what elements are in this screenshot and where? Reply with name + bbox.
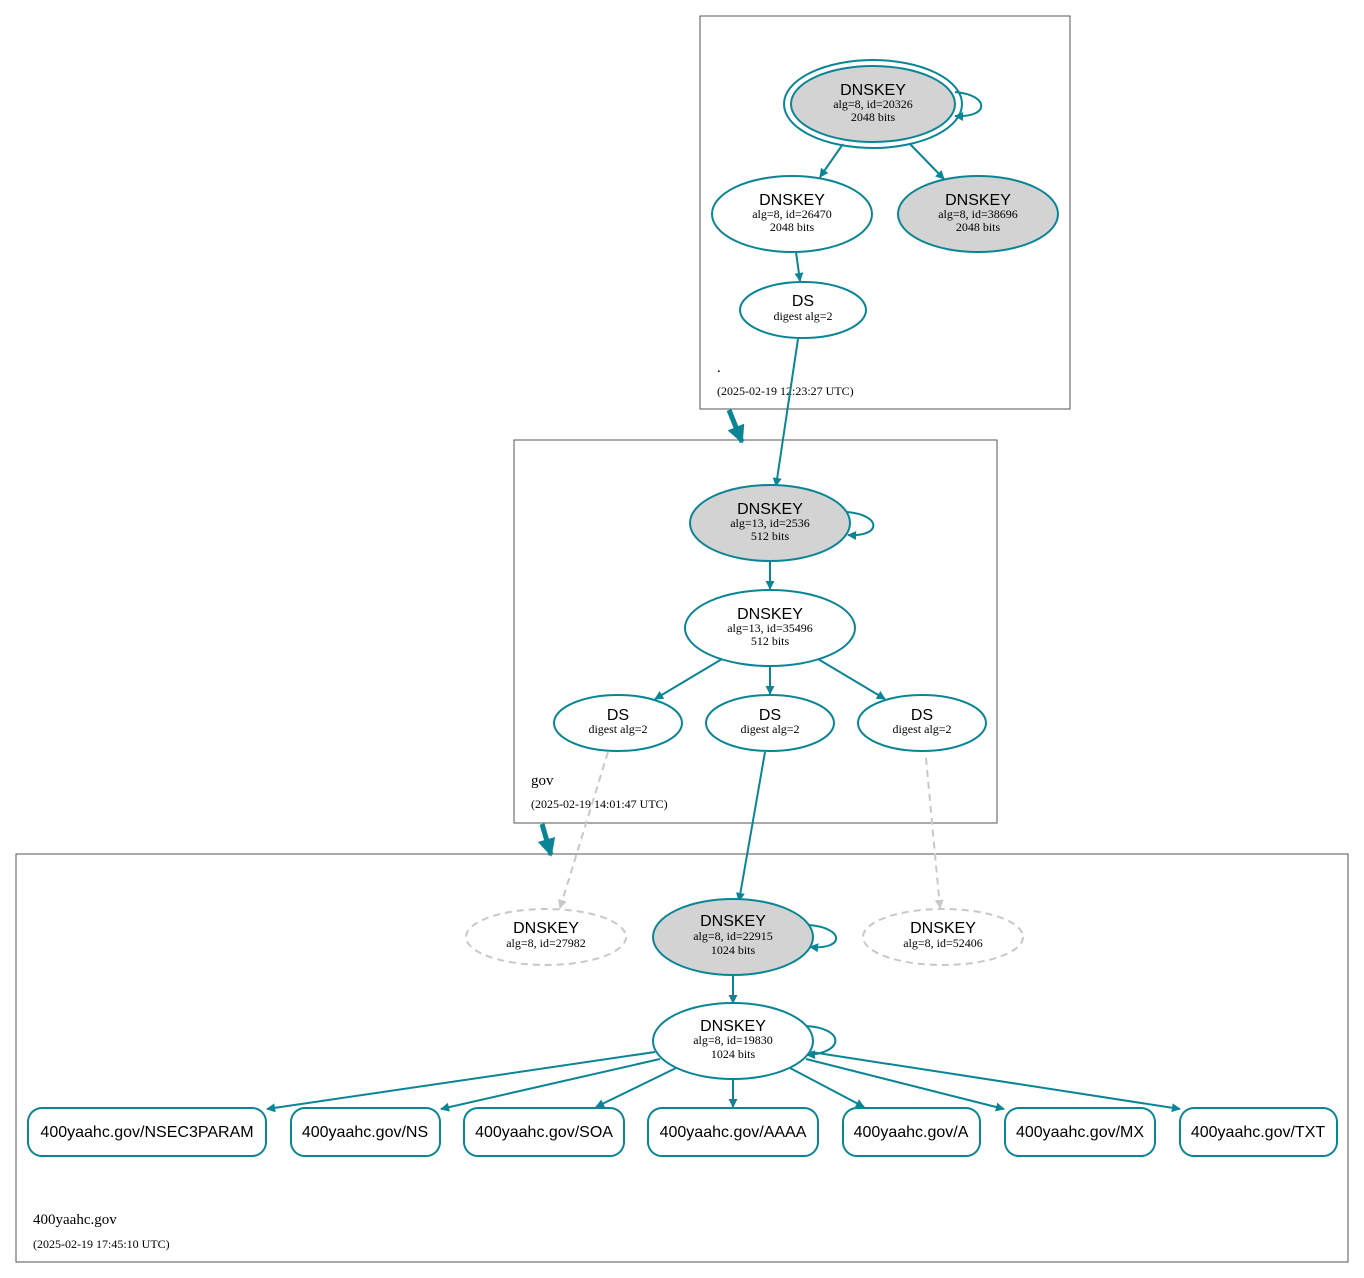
child-ksk-node: DNSKEY alg=8, id=22915 1024 bits: [652, 898, 814, 976]
root-ksk2-bits: 2048 bits: [956, 220, 1001, 234]
root-ksk-to-zsk-edge: [819, 143, 844, 178]
gov-zsk-to-ds3-edge: [817, 658, 886, 700]
gov-ds2-node: DS digest alg=2: [705, 694, 835, 752]
gov-ds1-to-missing-key-edge: [558, 751, 609, 909]
rrset-a-node: 400yaahc.gov/A: [842, 1107, 981, 1157]
child-ksk-self-edge: [808, 924, 838, 953]
child-ksk-alg: alg=8, id=22915: [693, 929, 773, 943]
rrset-aaaa-node: 400yaahc.gov/AAAA: [647, 1107, 819, 1157]
zone-gov: gov (2025-02-19 14:01:47 UTC): [513, 439, 998, 824]
root-zsk-to-ds-edge: [794, 251, 804, 282]
gov-ds2-digest: digest alg=2: [740, 722, 799, 736]
gov-zsk-alg: alg=13, id=35496: [727, 621, 813, 635]
rrset-ns-label: 400yaahc.gov/NS: [302, 1124, 428, 1141]
root-ds-title: DS: [792, 293, 814, 310]
root-ds-digest: digest alg=2: [773, 309, 832, 323]
root-ds-to-gov-ksk-edge: [772, 338, 799, 487]
zsk-to-mx-edge: [805, 1058, 1005, 1112]
gov-ds2-to-child-ksk-edge: [735, 751, 766, 902]
child-missing-key2-title: DNSKEY: [910, 920, 976, 937]
rrset-txt-label: 400yaahc.gov/TXT: [1191, 1124, 1326, 1141]
root-ksk2-title: DNSKEY: [945, 192, 1011, 209]
rrset-soa-label: 400yaahc.gov/SOA: [475, 1124, 613, 1141]
zsk-to-txt-edge: [810, 1051, 1181, 1113]
zsk-to-ns-edge: [440, 1058, 661, 1112]
root-ksk-title: DNSKEY: [840, 82, 906, 99]
gov-ds2-title: DS: [759, 707, 781, 724]
root-zsk-bits: 2048 bits: [770, 220, 815, 234]
gov-ds1-title: DS: [607, 707, 629, 724]
gov-ds1-digest: digest alg=2: [588, 722, 647, 736]
delegation-gov-child-arrow: [537, 823, 556, 857]
zone-gov-timestamp: (2025-02-19 14:01:47 UTC): [531, 797, 668, 811]
rrset-ns-node: 400yaahc.gov/NS: [290, 1107, 441, 1157]
zone-root-name: .: [717, 360, 721, 376]
rrset-mx-node: 400yaahc.gov/MX: [1004, 1107, 1156, 1157]
gov-zsk-title: DNSKEY: [737, 606, 803, 623]
gov-ds3-to-missing-key-edge: [925, 757, 944, 909]
root-zsk-alg: alg=8, id=26470: [752, 207, 832, 221]
zone-root-timestamp: (2025-02-19 12:23:27 UTC): [717, 384, 854, 398]
rrset-a-label: 400yaahc.gov/A: [854, 1124, 969, 1141]
child-zsk-title: DNSKEY: [700, 1018, 766, 1035]
child-ksk-bits: 1024 bits: [711, 943, 756, 957]
root-ksk-alg: alg=8, id=20326: [833, 97, 913, 111]
gov-ds3-node: DS digest alg=2: [857, 694, 987, 752]
zsk-to-a-edge: [789, 1067, 865, 1108]
rrset-txt-node: 400yaahc.gov/TXT: [1179, 1107, 1338, 1157]
root-ksk2-alg: alg=8, id=38696: [938, 207, 1018, 221]
zone-gov-name: gov: [531, 773, 554, 789]
gov-ksk-title: DNSKEY: [737, 501, 803, 518]
root-ksk-self-edge: [954, 91, 983, 121]
root-ds-node: DS digest alg=2: [739, 281, 867, 339]
rrset-aaaa-label: 400yaahc.gov/AAAA: [660, 1124, 807, 1141]
gov-ksk-bits: 512 bits: [751, 529, 790, 543]
gov-ds1-node: DS digest alg=2: [553, 694, 683, 752]
root-zsk-node: DNSKEY alg=8, id=26470 2048 bits: [711, 175, 873, 253]
rrset-nsec3param-label: 400yaahc.gov/NSEC3PARAM: [40, 1124, 253, 1141]
gov-zsk-to-ds1-edge: [654, 658, 723, 700]
gov-ds3-digest: digest alg=2: [892, 722, 951, 736]
rrset-mx-label: 400yaahc.gov/MX: [1016, 1124, 1144, 1141]
child-zsk-bits: 1024 bits: [711, 1047, 756, 1061]
zsk-to-soa-edge: [595, 1067, 677, 1108]
delegation-root-gov-arrow: [726, 409, 745, 444]
zone-child-timestamp: (2025-02-19 17:45:10 UTC): [33, 1237, 170, 1251]
gov-ds3-title: DS: [911, 707, 933, 724]
gov-ksk-self-edge: [846, 511, 875, 540]
zone-child-name: 400yaahc.gov: [33, 1212, 117, 1228]
gov-ksk-node: DNSKEY alg=13, id=2536 512 bits: [689, 484, 851, 562]
gov-ksk-alg: alg=13, id=2536: [730, 516, 810, 530]
child-missing-key2-node: DNSKEY alg=8, id=52406: [862, 908, 1024, 966]
root-zsk-title: DNSKEY: [759, 192, 825, 209]
rrset-nsec3param-node: 400yaahc.gov/NSEC3PARAM: [27, 1107, 267, 1157]
zone-child: 400yaahc.gov (2025-02-19 17:45:10 UTC): [15, 853, 1349, 1263]
zone-root: . (2025-02-19 12:23:27 UTC): [699, 15, 1071, 410]
zsk-to-nsec3param-edge: [266, 1051, 656, 1113]
root-ksk-to-ksk2-edge: [909, 143, 945, 180]
child-missing-key1-title: DNSKEY: [513, 920, 579, 937]
child-zsk-node: DNSKEY alg=8, id=19830 1024 bits: [652, 1002, 814, 1080]
root-ksk2-node: DNSKEY alg=8, id=38696 2048 bits: [897, 175, 1059, 253]
child-zsk-alg: alg=8, id=19830: [693, 1033, 773, 1047]
child-missing-key1-node: DNSKEY alg=8, id=27982: [465, 908, 627, 966]
root-ksk-bits: 2048 bits: [851, 110, 896, 124]
child-ksk-title: DNSKEY: [700, 913, 766, 930]
root-ksk-node: DNSKEY alg=8, id=20326 2048 bits: [783, 59, 963, 149]
gov-zsk-node: DNSKEY alg=13, id=35496 512 bits: [684, 589, 856, 667]
rrset-soa-node: 400yaahc.gov/SOA: [463, 1107, 625, 1157]
child-missing-key2-alg: alg=8, id=52406: [903, 936, 983, 950]
child-missing-key1-alg: alg=8, id=27982: [506, 936, 586, 950]
gov-zsk-bits: 512 bits: [751, 634, 790, 648]
